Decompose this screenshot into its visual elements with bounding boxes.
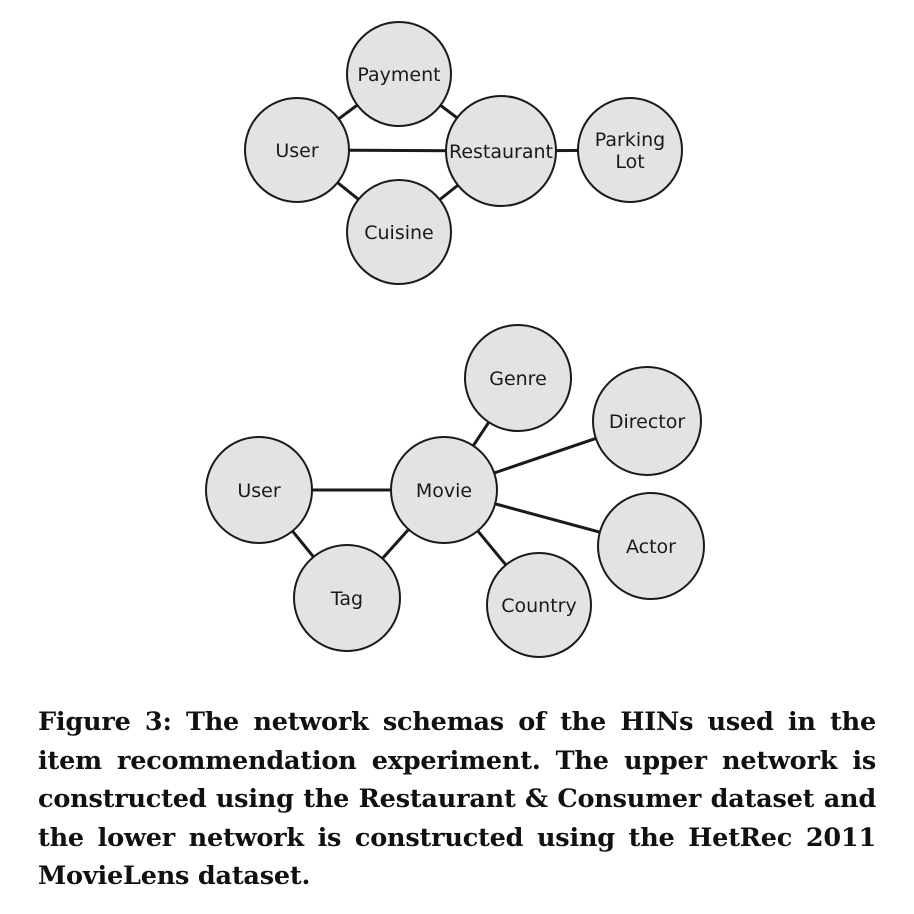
node-label-line: Cuisine — [364, 222, 434, 244]
node-circle — [346, 179, 452, 285]
node-circle — [592, 366, 702, 476]
node-label: User — [275, 140, 318, 162]
node-label: Movie — [416, 480, 472, 502]
node-label: Country — [501, 595, 576, 617]
node-country: Country — [486, 552, 592, 658]
node-label-line: Payment — [357, 64, 440, 86]
node-movie: Movie — [390, 436, 498, 544]
node-circle — [293, 544, 401, 652]
node-circle — [205, 436, 313, 544]
node-circle — [597, 492, 705, 600]
node-restaurant: Restaurant — [445, 95, 557, 207]
node-label-line: Parking — [595, 129, 665, 151]
node-circle — [577, 97, 683, 203]
node-label-line: Restaurant — [449, 141, 553, 163]
node-user: User — [205, 436, 313, 544]
node-label: Payment — [357, 64, 440, 86]
node-user: User — [244, 97, 350, 203]
node-label: Cuisine — [364, 222, 434, 244]
node-tag: Tag — [293, 544, 401, 652]
figure-caption: Figure 3: The network schemas of the HIN… — [38, 707, 876, 891]
node-payment: Payment — [346, 21, 452, 127]
node-label: Tag — [330, 588, 363, 610]
node-label: Restaurant — [449, 141, 553, 163]
node-circle — [390, 436, 498, 544]
node-circle — [464, 324, 572, 432]
node-label-line: Country — [501, 595, 576, 617]
node-label: Director — [609, 411, 686, 433]
node-label-line: User — [237, 480, 280, 502]
node-label-line: User — [275, 140, 318, 162]
node-director: Director — [592, 366, 702, 476]
node-label-line: Lot — [615, 151, 644, 173]
node-actor: Actor — [597, 492, 705, 600]
node-cuisine: Cuisine — [346, 179, 452, 285]
node-label: Actor — [626, 536, 676, 558]
node-circle — [486, 552, 592, 658]
node-circle — [445, 95, 557, 207]
node-label-line: Director — [609, 411, 686, 433]
node-label-line: Actor — [626, 536, 676, 558]
node-circle — [244, 97, 350, 203]
node-label: Genre — [489, 368, 547, 390]
node-genre: Genre — [464, 324, 572, 432]
node-label: User — [237, 480, 280, 502]
node-label-line: Tag — [330, 588, 363, 610]
node-label-line: Genre — [489, 368, 547, 390]
node-label-line: Movie — [416, 480, 472, 502]
node-circle — [346, 21, 452, 127]
